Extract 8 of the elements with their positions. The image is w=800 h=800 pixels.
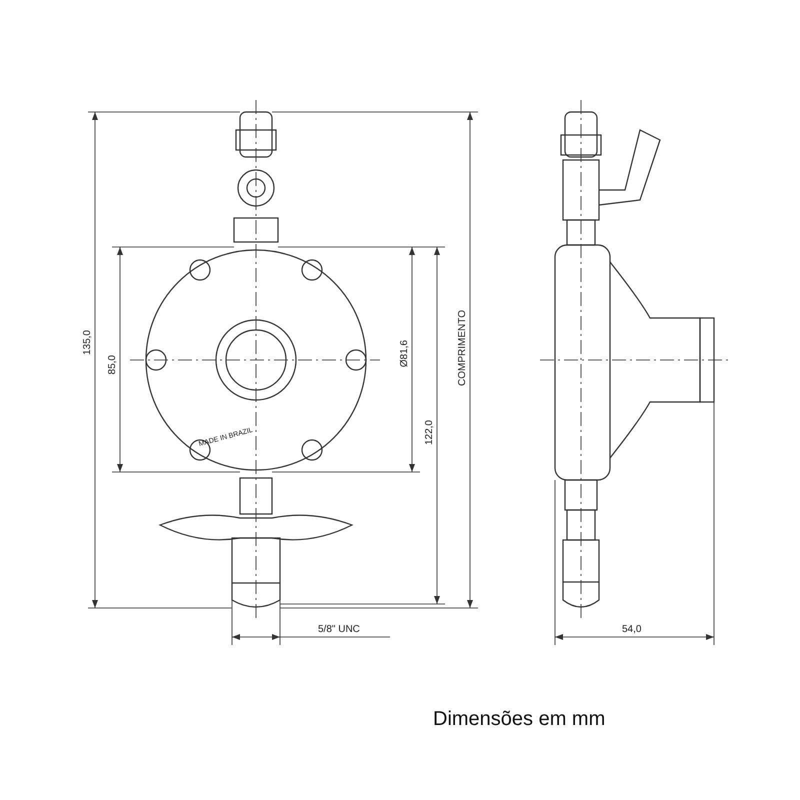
dimension-label: 122,0 bbox=[424, 420, 435, 446]
dimension-label: 5/8" UNC bbox=[318, 624, 360, 635]
dimension-label: Ø81,6 bbox=[399, 340, 410, 368]
dimension-label: COMPRIMENTO bbox=[457, 310, 468, 386]
dimension-label: 85,0 bbox=[107, 355, 118, 374]
dimension-label: 135,0 bbox=[82, 330, 93, 356]
caption: Dimensões em mm bbox=[433, 708, 606, 731]
dimension-label: 54,0 bbox=[622, 624, 642, 635]
